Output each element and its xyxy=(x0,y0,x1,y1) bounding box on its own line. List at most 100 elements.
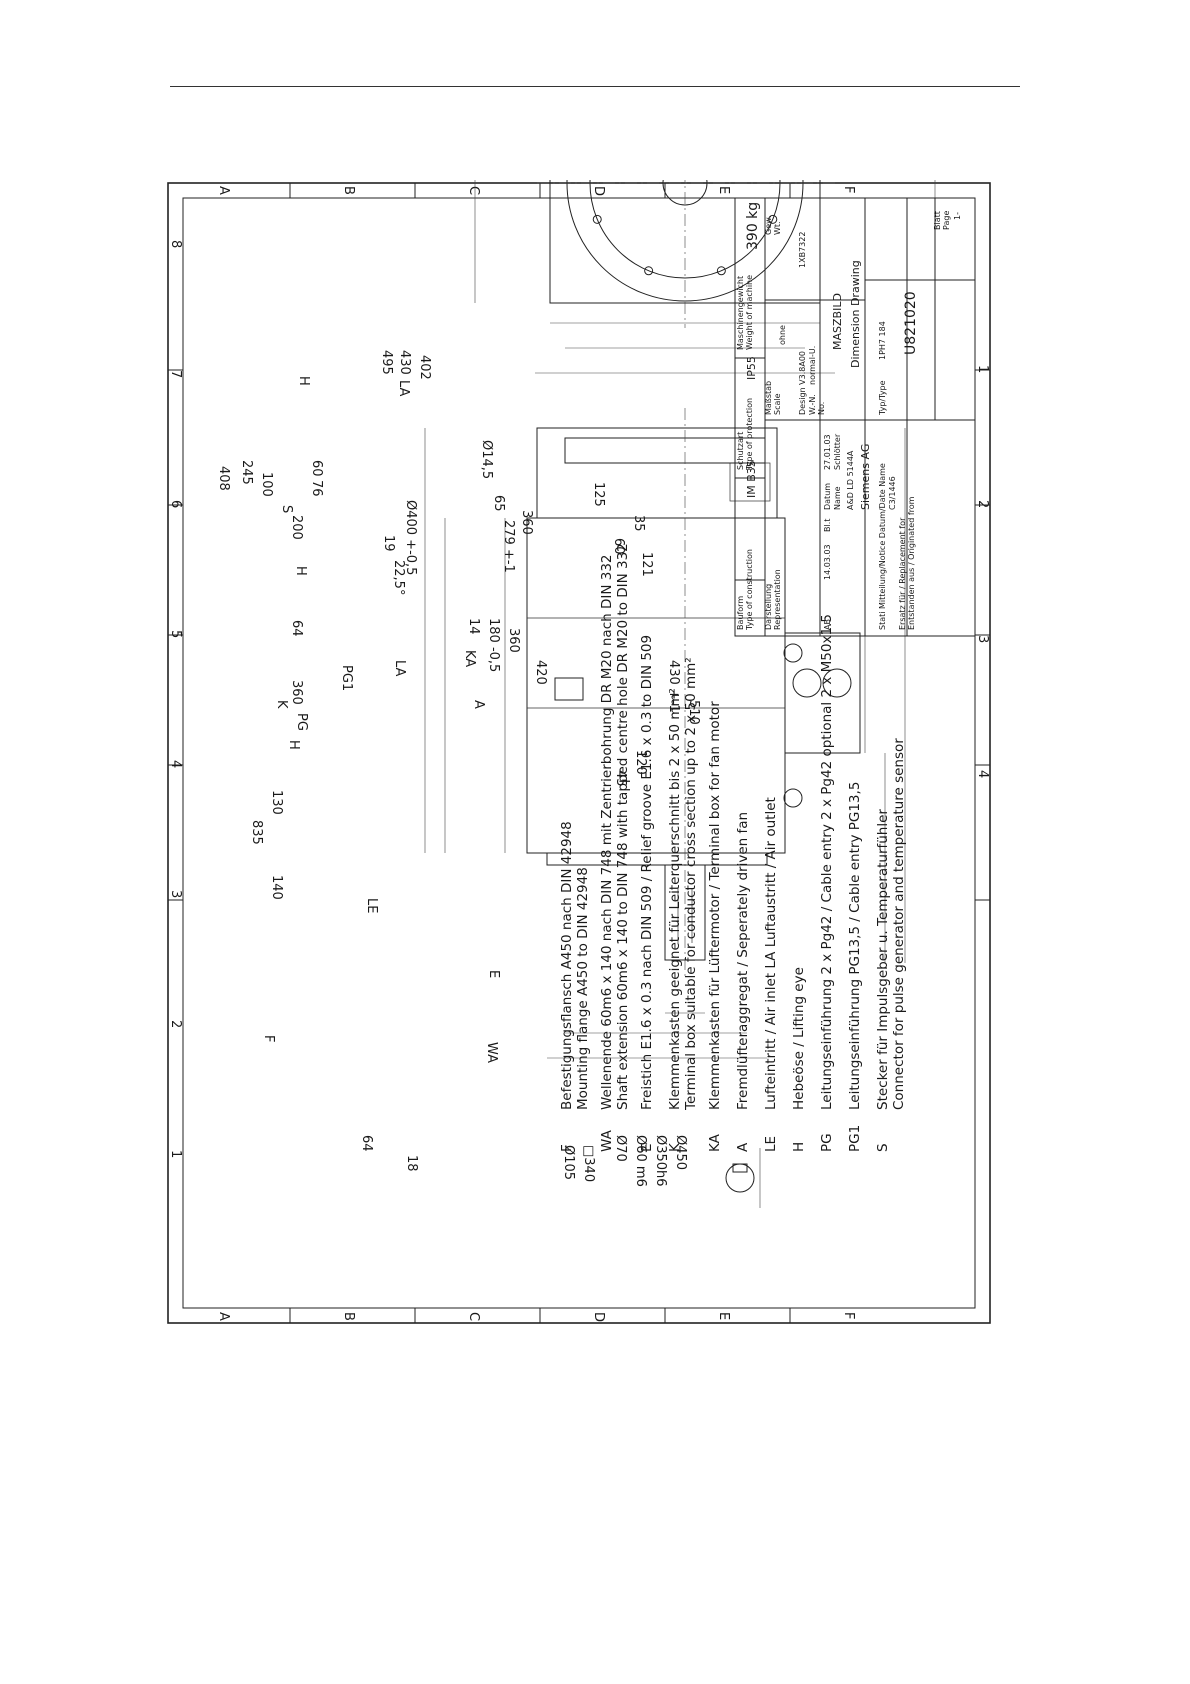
sheet-label-1: Page xyxy=(942,211,951,230)
dimension-end-12: Ø400 +-0,5 xyxy=(403,500,418,575)
grid-col-left-6: 6 xyxy=(168,500,183,508)
gew-label-1: Wt. xyxy=(773,221,782,235)
grid-row-bottom-D: D xyxy=(591,1312,606,1322)
dimension-side-21: □340 xyxy=(581,1145,596,1182)
title-de: MASZBILD xyxy=(831,293,844,350)
callout-side-ka-9: KA xyxy=(462,650,477,667)
legend-text-pg-0: Leitungseinführung 2 x Pg42 / Cable entr… xyxy=(819,614,835,1110)
class-value: normal-U. xyxy=(808,346,817,385)
class-label-1: No. xyxy=(817,402,826,415)
dimension-side-16: 510 xyxy=(686,700,701,725)
mounting-flange xyxy=(546,852,768,866)
representation-label-1: Representation xyxy=(773,569,782,630)
name-value: Schlötter xyxy=(833,433,842,470)
dimension-end-10: 19 xyxy=(381,535,396,552)
side-view xyxy=(424,403,906,1059)
key-section xyxy=(725,1148,761,1208)
scale-value: ohne xyxy=(778,325,787,345)
inner-frame xyxy=(182,197,976,1309)
dimension-end-0: 408 xyxy=(216,466,231,491)
legend-code-h: H xyxy=(791,1142,807,1152)
legend-code-k: K xyxy=(667,1142,683,1152)
dimension-side-10: 35 xyxy=(631,515,646,532)
callout-end-h-0: H xyxy=(293,566,308,576)
rotated-sheet xyxy=(424,180,936,1208)
legend-text-k-0: Klemmenkasten geeignet für Leiterquersch… xyxy=(667,688,683,1110)
class-label-0: W.-N. xyxy=(808,394,817,415)
grid-row-bottom-A: A xyxy=(216,1312,231,1321)
grid-col-left-1: 1 xyxy=(168,1150,183,1158)
callout-end-h-2: H xyxy=(296,376,311,386)
callout-side-a-10: A xyxy=(471,700,486,709)
protection-label-1: Type of protection xyxy=(745,398,754,471)
callout-side-le-3: LE xyxy=(364,898,379,913)
date-2: 27.01.03 xyxy=(823,434,832,470)
fan-unit xyxy=(536,427,778,519)
type-label: Typ/Type xyxy=(878,380,887,416)
dimension-side-5: 200 xyxy=(289,515,304,540)
dimension-end-6: Ø14,5 xyxy=(479,440,494,479)
legend-code-wa: WA xyxy=(599,1129,615,1152)
grid-ticks xyxy=(168,183,990,1323)
legend-text-f-0: Befestigungsflansch A450 nach DIN 42948 xyxy=(559,821,575,1110)
ab-label: AB xyxy=(823,619,832,630)
legend-text-wa-0: Wellenende 60m6 x 140 nach DIN 748 mit Z… xyxy=(599,555,615,1111)
callout-side-pg-6: PG xyxy=(294,713,309,731)
dimension-side-15: 430 +-1 xyxy=(666,660,681,713)
replacement-label-0: Ersatz für / Replacement for xyxy=(898,517,907,630)
bolt-hole xyxy=(768,214,778,224)
callout-side-h-4: H xyxy=(286,740,301,750)
legend-code-s: S xyxy=(875,1143,891,1152)
legend-text-ka-0: Klemmenkasten für Lüftermotor / Terminal… xyxy=(707,701,723,1110)
protection-value: IP55 xyxy=(745,356,758,380)
protection-label-0: Schutzart xyxy=(736,432,745,470)
dimension-side-7: 60 xyxy=(309,460,324,477)
legend-text-f-1: Mounting flange A450 to DIN 42948 xyxy=(575,867,591,1110)
callout-side-la-8: LA xyxy=(392,660,407,677)
grid-col-right-3: 3 xyxy=(975,635,990,643)
dimension-side-13: 45 xyxy=(613,770,628,787)
grid-col-right-4: 4 xyxy=(975,770,990,778)
lifting-eye-rear xyxy=(783,788,803,808)
dimension-end-14: 180 -0,5 xyxy=(486,618,501,672)
orig-number: C3/1446 xyxy=(888,476,897,510)
legend-code-pg: PG xyxy=(819,1133,835,1152)
drawing-number: U821020 xyxy=(903,291,919,355)
dimension-end-5: 402 xyxy=(417,355,432,380)
bl-label: Bl.t xyxy=(823,519,832,532)
sheet-value: 1- xyxy=(953,212,962,220)
company-name: Siemens AG xyxy=(859,444,872,510)
construction-value: IM B35 xyxy=(745,460,758,498)
dimension-side-19: Ø60 m6 xyxy=(633,1135,648,1187)
grid-col-right-2: 2 xyxy=(975,500,990,508)
cable-entry-pg-2 xyxy=(792,668,822,698)
gew-label-0: Gew. xyxy=(764,216,773,235)
dimension-side-3: 360 xyxy=(289,680,304,705)
grid-col-left-4: 4 xyxy=(168,760,183,768)
grid-row-top-B: B xyxy=(341,186,356,195)
construction-label-1: Type of construction xyxy=(745,549,754,631)
dimension-end-1: 245 xyxy=(239,460,254,485)
callout-side-e-2: E xyxy=(486,970,501,978)
legend-text-a-0: Fremdlüfteraggregat / Seperately driven … xyxy=(735,812,751,1110)
outer-frame xyxy=(167,182,991,1324)
title-en: Dimension Drawing xyxy=(849,260,862,368)
dimension-end-3: 495 xyxy=(379,350,394,375)
scale-label-0: Maßstab xyxy=(764,381,773,415)
dimension-end-7: 360 xyxy=(519,510,534,535)
design-label: Design V3.8A00 xyxy=(798,351,807,415)
grid-row-bottom-F: F xyxy=(841,1312,856,1319)
dimension-side-6: 76 xyxy=(309,480,324,497)
dimension-side-0: 835 xyxy=(249,820,264,845)
dept-label: A&D LD 5144A xyxy=(846,450,855,510)
dimension-side-20: Ø70 xyxy=(613,1135,628,1162)
grid-row-bottom-C: C xyxy=(466,1312,481,1321)
dimension-key-1: 18 xyxy=(404,1155,419,1172)
grid-col-left-8: 8 xyxy=(168,240,183,248)
grid-row-top-C: C xyxy=(466,186,481,195)
construction-label-0: Bauform xyxy=(736,596,745,630)
grid-row-top-F: F xyxy=(841,186,856,193)
dimension-end-9: 65 xyxy=(491,495,506,512)
